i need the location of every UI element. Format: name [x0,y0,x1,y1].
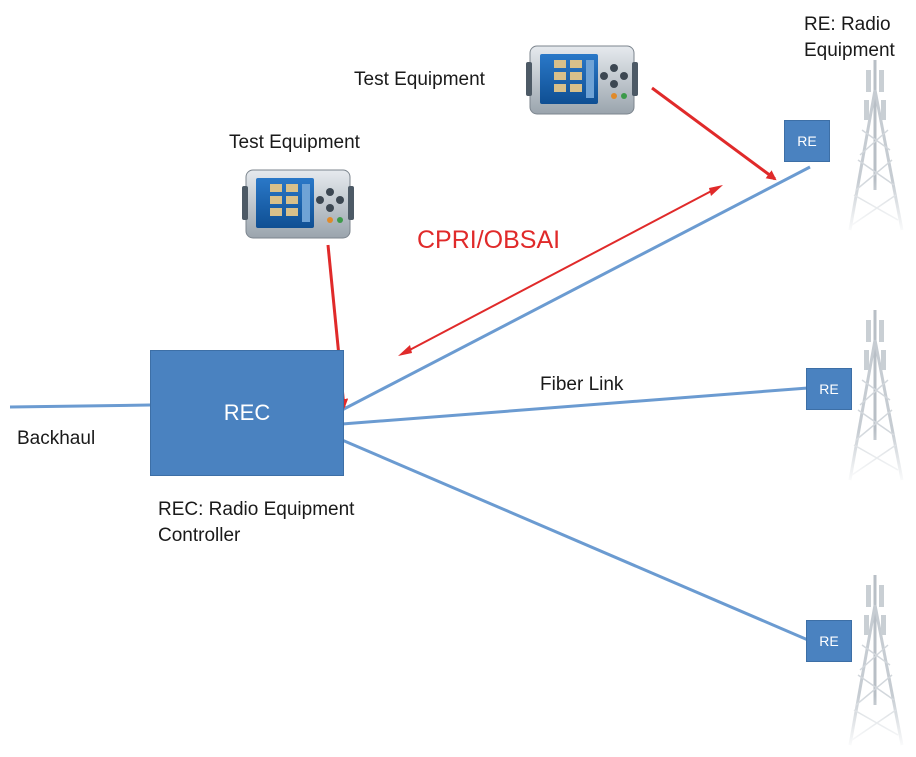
backhaul-line [9,403,151,409]
re-node-top: RE [784,120,830,162]
fiber-links [9,165,811,642]
handheld-tester-icon [241,169,355,239]
cell-tower-icon [838,573,916,752]
link-to-re-middle [341,386,809,426]
test-arrow-top [651,86,777,181]
re-title-line2: Equipment [804,40,895,61]
protocol-label: CPRI/OBSAI [417,226,561,254]
link-to-re-bottom [341,438,809,642]
re-node-label: RE [819,633,839,649]
fiber-link-label: Fiber Link [540,374,624,395]
rec-node-label: REC [223,400,271,425]
re-node-middle: RE [806,368,852,410]
re-node-label: RE [819,381,839,397]
re-node-label: RE [797,133,817,149]
backhaul-label: Backhaul [17,428,96,449]
rec-caption-line2: Controller [158,525,241,546]
protocol-arrow [398,185,723,356]
handheld-tester-icon [525,45,639,115]
re-node-bottom: RE [806,620,852,662]
link-to-re-top [341,165,811,412]
re-title-line1: RE: Radio [804,14,891,35]
test-equipment-top-label: Test Equipment [354,69,485,90]
cell-tower-icon [838,58,916,237]
test-equipment-left-label: Test Equipment [229,132,360,153]
rec-caption-line1: REC: Radio Equipment [158,499,355,520]
rec-node: REC [150,350,344,476]
